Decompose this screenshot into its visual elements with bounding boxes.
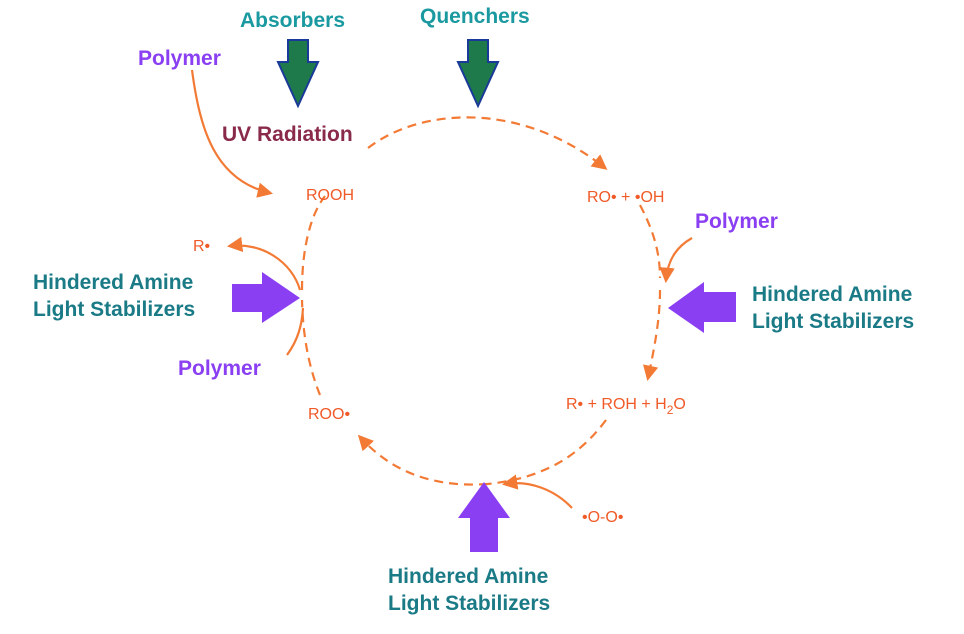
polymer-bottom-left-arrow (286, 307, 305, 356)
hals-bottom-label-line1: Hindered Amine (388, 565, 548, 588)
cycle-bottom-right-segment (487, 419, 607, 486)
r-dot-label: R• (193, 238, 210, 255)
hals-right-label-line2: Light Stabilizers (752, 310, 914, 333)
hals-left-label-line2: Light Stabilizers (33, 298, 195, 321)
hals-bottom-arrow-icon (458, 482, 510, 552)
hals-bottom-label-line2: Light Stabilizers (388, 592, 550, 615)
hals-right-arrow-icon (668, 282, 736, 333)
absorbers-label: Absorbers (240, 9, 345, 32)
cycle-right-upper-segment (639, 204, 662, 279)
quenchers-label: Quenchers (420, 5, 530, 28)
cycle-left-upper-segment (300, 195, 326, 291)
oxygen-label: •O-O• (582, 509, 623, 526)
rooh-label: ROOH (306, 187, 354, 204)
hals-right-label-line1: Hindered Amine (752, 283, 912, 306)
polymer-to-rooh-arrow (190, 69, 273, 198)
hals-left-label-line1: Hindered Amine (33, 271, 193, 294)
cycle-left-lower-segment (300, 299, 322, 396)
polymer-right-arrow (659, 237, 693, 284)
absorbers-arrow-icon (276, 39, 320, 109)
polymer-top-left-label: Polymer (138, 47, 221, 70)
hals-left-arrow-icon (232, 272, 300, 323)
quenchers-arrow-icon (456, 39, 500, 109)
polymer-bottom-left-label: Polymer (178, 357, 261, 380)
products-main: R• + ROH + H (566, 396, 667, 413)
oxygen-arrow (501, 474, 573, 509)
products-tail: O (673, 396, 685, 413)
ro-oh-label: RO• + •OH (587, 189, 664, 206)
uv-radiation-label: UV Radiation (222, 123, 353, 146)
r-dot-arrow (226, 236, 302, 291)
cycle-top-segment (367, 116, 608, 170)
products-label: R• + ROH + H2O (566, 396, 686, 417)
products-subscript: 2 (667, 403, 674, 417)
cycle-bottom-left-segment (357, 434, 489, 486)
roo-label: ROO• (308, 406, 350, 423)
polymer-right-label: Polymer (695, 210, 778, 233)
cycle-right-lower-segment (643, 289, 662, 382)
